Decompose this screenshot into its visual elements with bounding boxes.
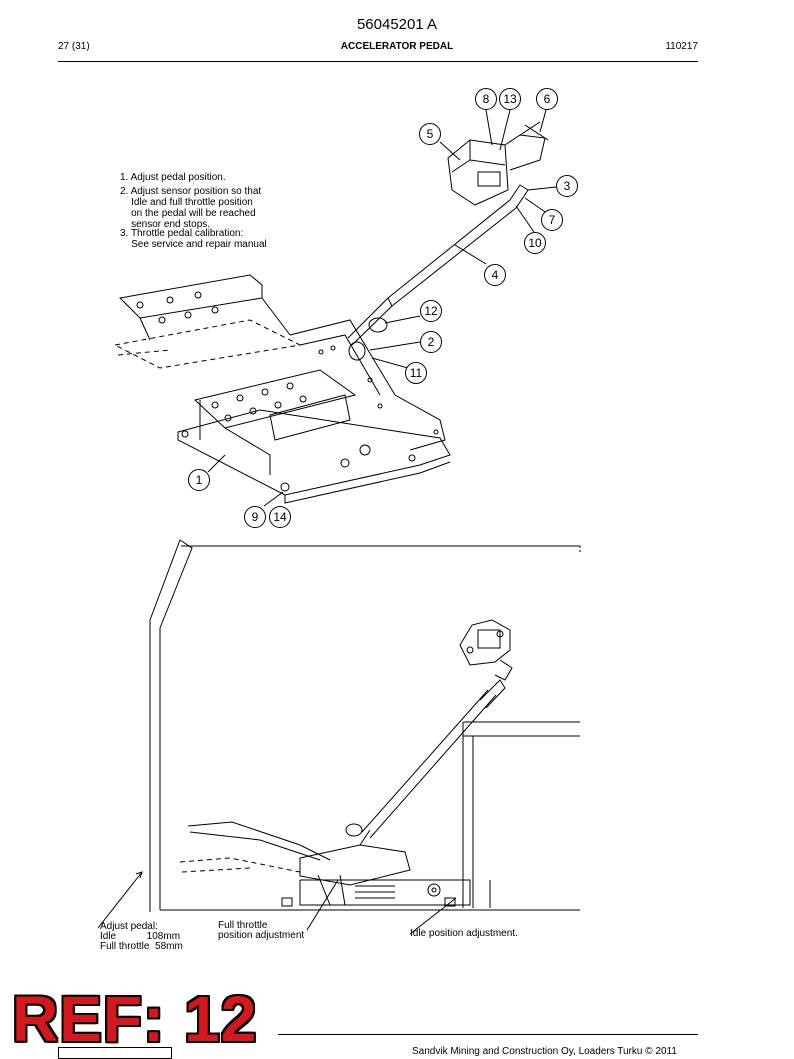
full-throttle-caption: Full throttle position adjustment: [218, 920, 305, 941]
ref-label: REF: 12: [12, 983, 258, 1055]
callout-9: 9: [244, 506, 266, 528]
callout-6: 6: [536, 88, 558, 110]
footer-copyright: Sandvik Mining and Construction Oy, Load…: [412, 1046, 677, 1057]
page-title: ACCELERATOR PEDAL: [340, 41, 454, 52]
callout-7: 7: [541, 209, 563, 231]
header-rule: [58, 61, 698, 62]
callout-2: 2: [420, 331, 442, 353]
callout-11: 11: [405, 362, 427, 384]
adjust-pedal-caption: Adjust pedal: Idle 108mm Full throttle 5…: [100, 921, 183, 952]
document-date: 110217: [665, 41, 698, 52]
callout-8: 8: [475, 88, 497, 110]
callout-4: 4: [484, 264, 506, 286]
callout-12: 12: [420, 300, 442, 322]
idle-position-caption: Idle position adjustment.: [410, 928, 518, 939]
callout-13: 13: [499, 88, 521, 110]
page-number: 27 (31): [58, 41, 90, 52]
callout-1: 1: [188, 469, 210, 491]
callout-14: 14: [269, 506, 291, 528]
callout-10: 10: [524, 232, 546, 254]
footer-rule: [278, 1034, 698, 1035]
document-number: 56045201 A: [356, 16, 438, 33]
instruction-2: 2. Adjust sensor position so that Idle a…: [120, 186, 262, 230]
callout-3: 3: [556, 175, 578, 197]
instruction-1: 1. Adjust pedal position.: [120, 172, 226, 183]
footer-logo-box: [58, 1047, 172, 1059]
instruction-3: 3. Throttle pedal calibration: See servi…: [120, 228, 267, 250]
callout-5: 5: [419, 123, 441, 145]
